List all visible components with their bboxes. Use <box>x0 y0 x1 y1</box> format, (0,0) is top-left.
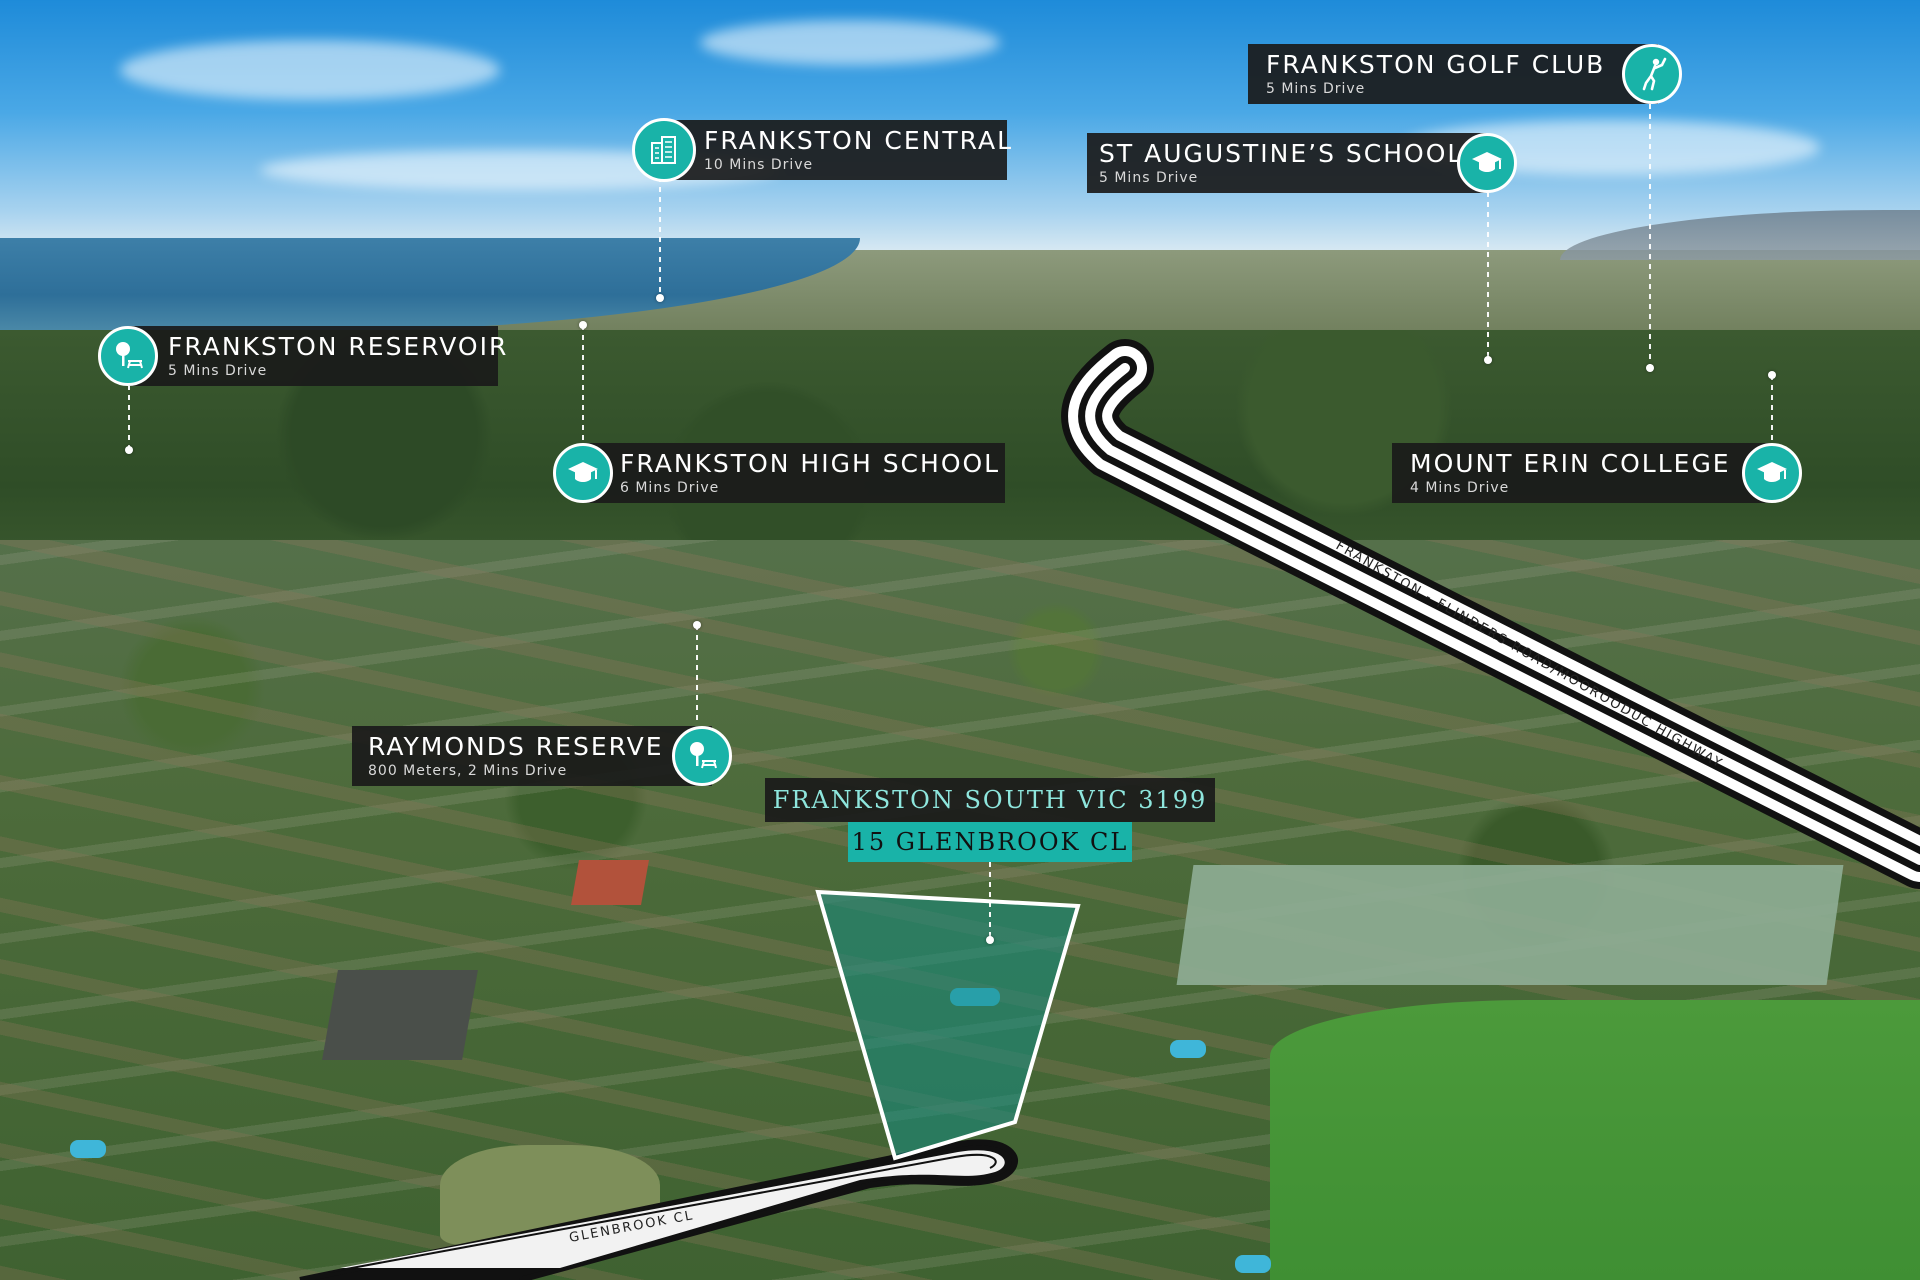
poi-frankston-high-school[interactable]: FRANKSTON HIGH SCHOOL 6 Mins Drive <box>583 443 1005 503</box>
location-pin <box>656 294 664 302</box>
subject-suburb-label: FRANKSTON SOUTH VIC 3199 <box>765 778 1215 822</box>
highway-road-gap <box>1085 363 1920 865</box>
graduation-cap-icon <box>1742 443 1802 503</box>
poi-frankston-reservoir[interactable]: FRANKSTON RESERVOIR 5 Mins Drive <box>128 326 506 386</box>
location-pin <box>1768 371 1776 379</box>
poi-title: ST AUGUSTINE’S SCHOOL <box>1099 139 1464 168</box>
location-pin <box>125 446 133 454</box>
poi-st-augustines-school[interactable]: ST AUGUSTINE’S SCHOOL 5 Mins Drive <box>1087 133 1487 193</box>
poi-frankston-golf-club[interactable]: FRANKSTON GOLF CLUB 5 Mins Drive <box>1248 44 1682 104</box>
building-icon <box>632 118 696 182</box>
cloud <box>120 40 500 100</box>
poi-raymonds-reserve[interactable]: RAYMONDS RESERVE 800 Meters, 2 Mins Driv… <box>352 726 712 786</box>
graduation-cap-icon <box>553 443 613 503</box>
location-pin <box>1484 356 1492 364</box>
location-pin <box>986 936 994 944</box>
poi-subtitle: 6 Mins Drive <box>620 480 720 496</box>
poi-title: FRANKSTON GOLF CLUB <box>1266 50 1606 79</box>
poi-subtitle: 5 Mins Drive <box>168 363 268 379</box>
swimming-pool <box>70 1140 106 1158</box>
location-pin <box>693 621 701 629</box>
poi-subtitle: 800 Meters, 2 Mins Drive <box>368 763 568 779</box>
swimming-pool <box>1235 1255 1271 1273</box>
park-tree-icon <box>672 726 732 786</box>
poi-subtitle: 5 Mins Drive <box>1266 81 1366 97</box>
leader-lines <box>128 104 1773 940</box>
poi-frankston-central[interactable]: FRANKSTON CENTRAL 10 Mins Drive <box>662 120 1011 180</box>
subject-address-label: 15 GLENBROOK CL <box>848 822 1132 862</box>
poi-title: FRANKSTON HIGH SCHOOL <box>620 449 1001 478</box>
poi-title: MOUNT ERIN COLLEGE <box>1410 449 1731 478</box>
street-road-center-line <box>329 1153 997 1273</box>
poi-subtitle: 10 Mins Drive <box>704 157 814 173</box>
property-boundary <box>815 889 1081 1161</box>
poi-subtitle: 5 Mins Drive <box>1099 170 1199 186</box>
poi-title: RAYMONDS RESERVE <box>368 732 664 761</box>
poi-subtitle: 4 Mins Drive <box>1410 480 1510 496</box>
location-pin <box>1646 364 1654 372</box>
golfer-icon <box>1622 44 1682 104</box>
swimming-pool <box>1170 1040 1206 1058</box>
highway-road-label: FRANKSTON - FLINDERS ROAD/MOOROODUC HIGH… <box>1333 538 1726 772</box>
poi-title: FRANKSTON CENTRAL <box>704 126 1014 155</box>
green-paddock <box>1270 1000 1920 1280</box>
poi-title: FRANKSTON RESERVOIR <box>168 332 509 361</box>
cloud <box>700 20 1000 65</box>
graduation-cap-icon <box>1457 133 1517 193</box>
park-tree-icon <box>98 326 158 386</box>
poi-mount-erin-college[interactable]: MOUNT ERIN COLLEGE 4 Mins Drive <box>1392 443 1772 503</box>
location-pin <box>579 321 587 329</box>
